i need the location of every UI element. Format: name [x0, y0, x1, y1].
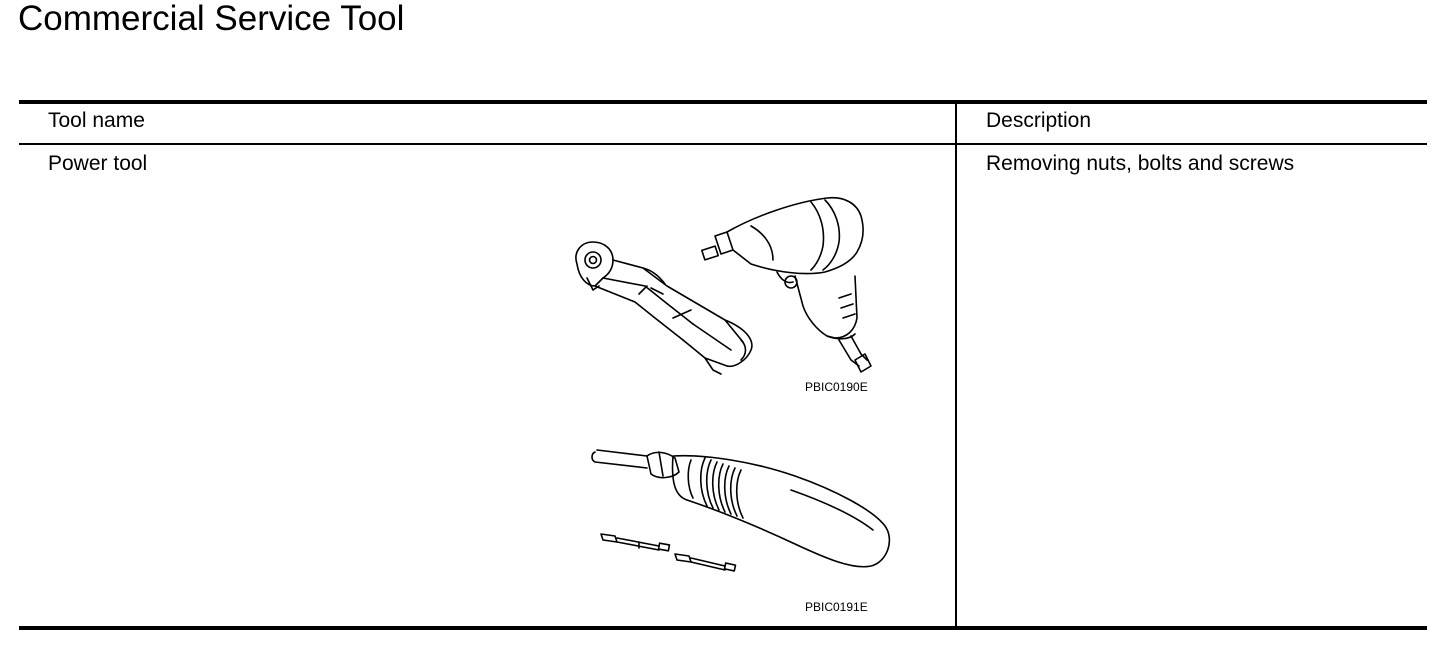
row-tool-name: Power tool: [48, 152, 148, 175]
column-divider: [955, 102, 957, 628]
table-bottom-rule: [19, 626, 1427, 630]
power-tool-illustrations: [575, 196, 891, 572]
header-description: Description: [986, 109, 1092, 132]
page-title: Commercial Service Tool: [18, 0, 405, 38]
table-header-rule: [19, 143, 1427, 145]
table-top-rule: [19, 100, 1427, 104]
figure-code-2: PBIC0191E: [805, 600, 868, 614]
header-tool-name: Tool name: [48, 109, 145, 132]
air-ratchet-icon: [575, 241, 753, 375]
impact-wrench-icon: [700, 196, 872, 373]
figure-code-1: PBIC0190E: [805, 380, 868, 394]
row-description: Removing nuts, bolts and screws: [986, 152, 1295, 175]
power-screwdriver-icon: [591, 449, 891, 572]
service-tool-table: Tool name Description Power tool Removin…: [19, 100, 1427, 631]
